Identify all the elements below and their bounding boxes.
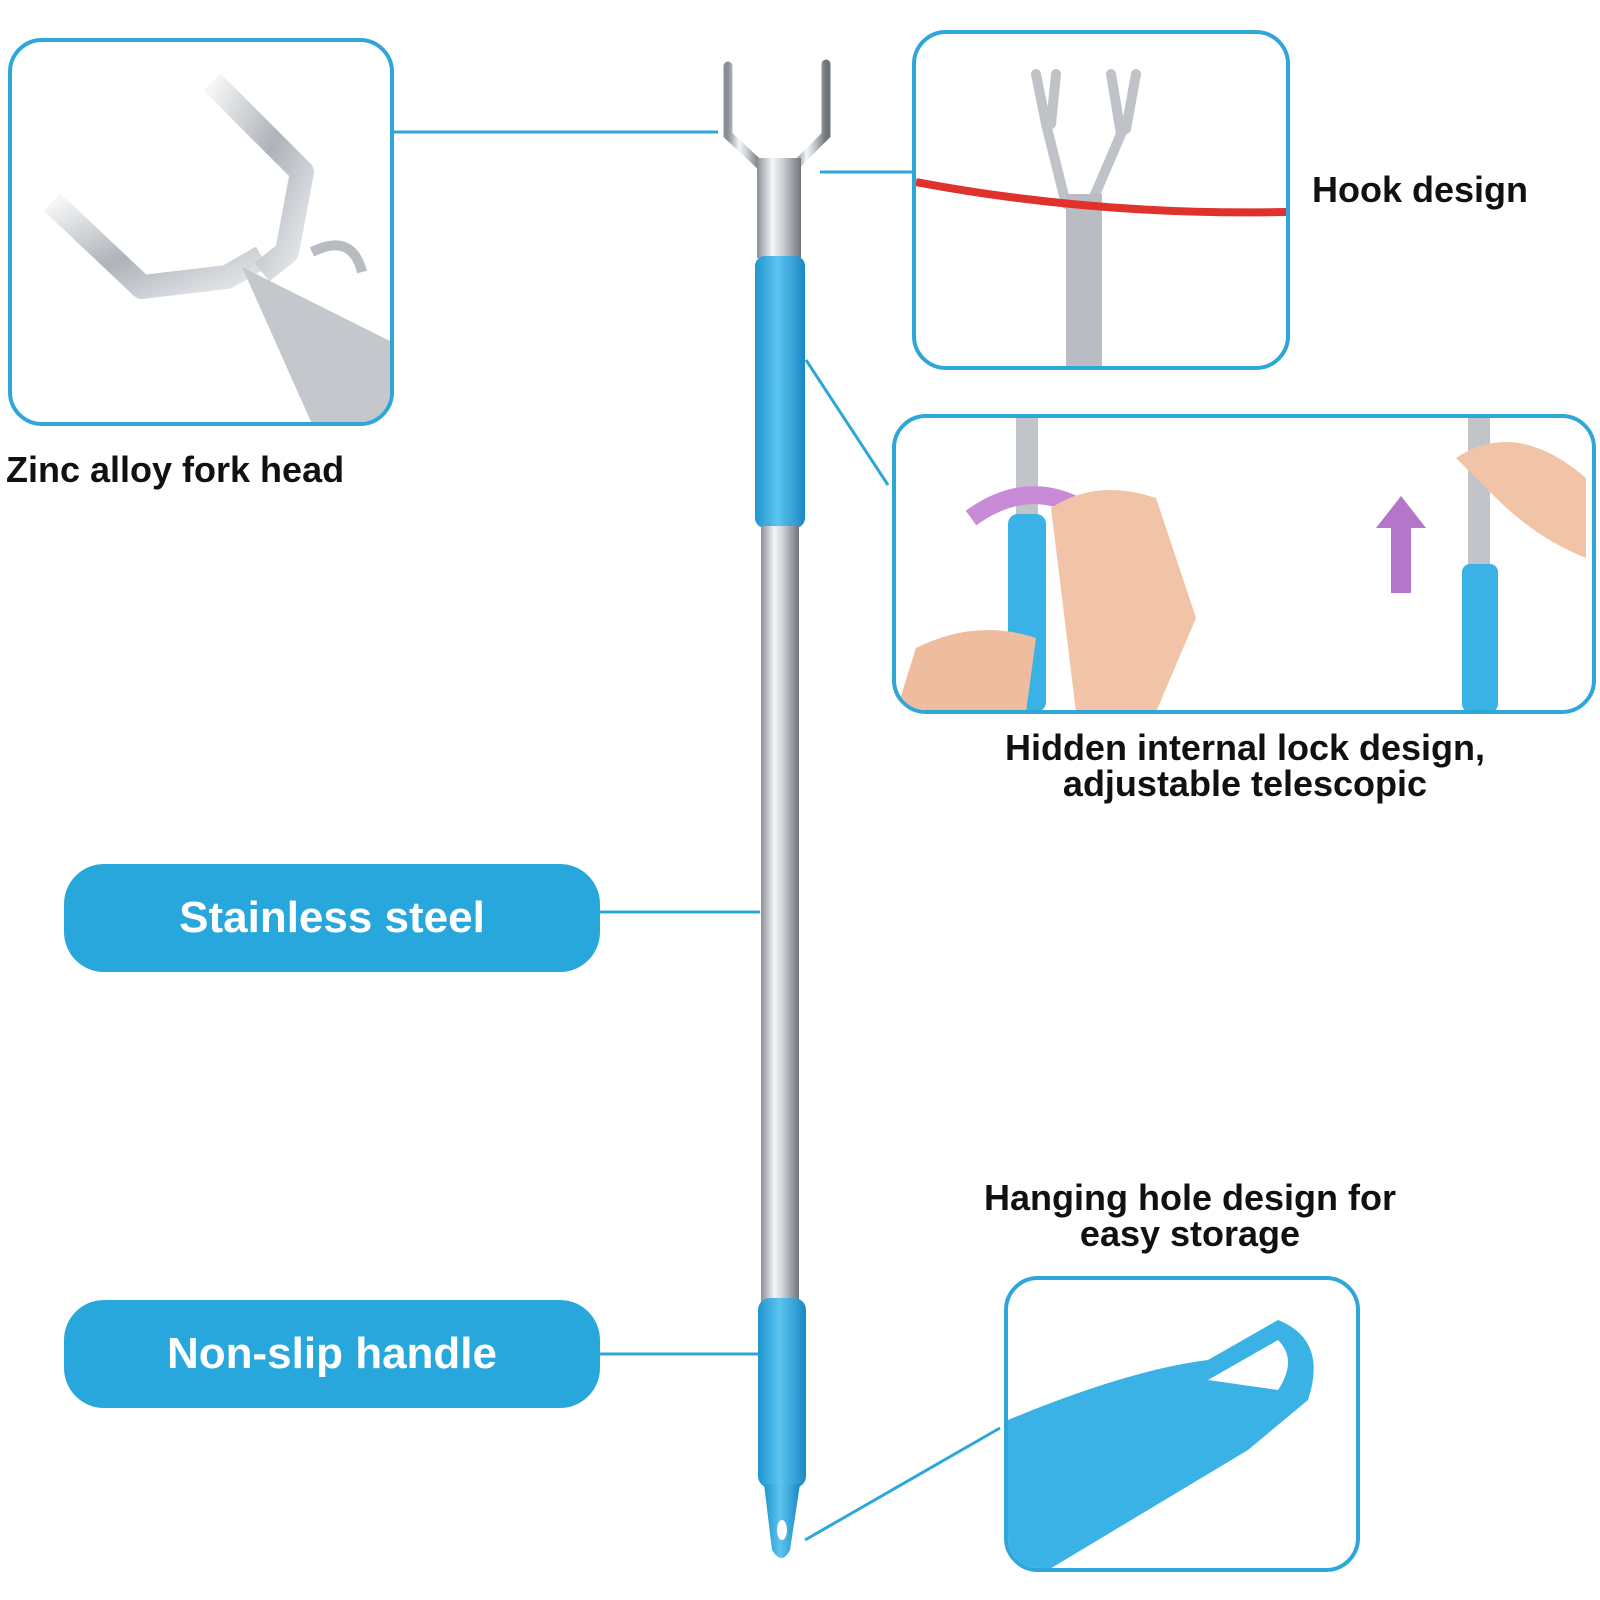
connector-lines [390,130,1001,1542]
fork-head-panel [8,38,394,426]
hanging-caption-line2: easy storage [1079,1213,1301,1254]
hanging-hole-panel [1004,1276,1360,1572]
hook-rope-icon [916,69,1286,366]
stainless-steel-label: Stainless steel [64,864,600,972]
fork-head-caption: Zinc alloy fork head [6,449,345,490]
pole [723,59,831,1558]
pole-collar [757,158,801,258]
lock-caption-line2: adjustable telescopic [1062,763,1428,804]
hook-design-panel [912,30,1290,370]
hanging-hole-caption: Hanging hole design for easy storage [930,1180,1450,1252]
lock-caption-line1: Hidden internal lock design, [1004,727,1486,768]
fork-head-icon [43,73,390,422]
pole-upper-grip [755,256,805,528]
lock-caption: Hidden internal lock design, adjustable … [940,730,1550,802]
pole-fork-icon [723,59,831,170]
pole-steel-tube [761,526,799,1302]
hook-design-caption: Hook design [1312,169,1529,210]
non-slip-handle-label: Non-slip handle [64,1300,600,1408]
pole-hanging-hole [777,1520,787,1540]
hanging-caption-line1: Hanging hole design for [984,1177,1396,1218]
telescopic-lock-panel [892,414,1596,714]
pole-lower-handle [758,1298,806,1488]
connector-hole [804,1426,1001,1542]
hanging-hole-icon [1008,1320,1314,1568]
connector-lock [804,359,890,486]
telescopic-lock-icon [896,418,1586,710]
